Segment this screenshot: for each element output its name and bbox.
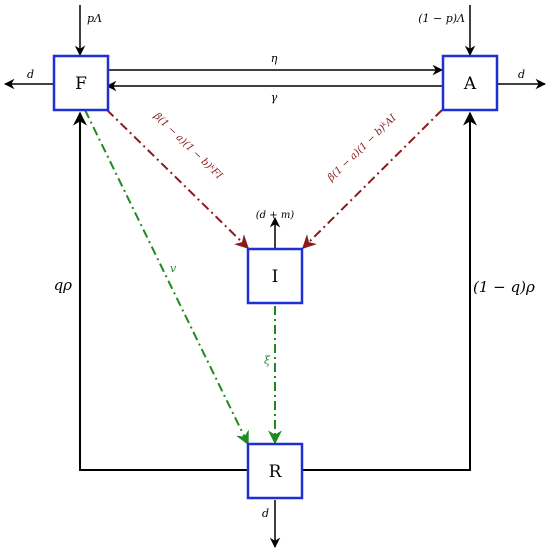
infection-A-label: β(1 − a)(1 − b)ᵏAI xyxy=(325,112,399,184)
q-rho-label: qρ xyxy=(54,276,73,294)
node-R-box xyxy=(246,442,304,500)
death-I-label: (d + m) xyxy=(256,210,295,221)
inflow-F-label: pΛ xyxy=(87,12,102,25)
gamma-label: γ xyxy=(271,91,278,104)
return-to-F-arrow xyxy=(73,111,248,471)
infection-F-arrow xyxy=(106,109,250,249)
node-A-box xyxy=(441,54,499,112)
node-A-label: A xyxy=(463,74,477,94)
node-R-label: R xyxy=(269,462,283,482)
death-A-label: d xyxy=(518,68,525,81)
vaccination-arrow xyxy=(84,109,249,446)
death-R-label: d xyxy=(262,507,269,520)
node-F-box xyxy=(52,54,110,112)
node-I-label: I xyxy=(272,267,279,287)
vaccination-label: v xyxy=(170,262,177,275)
recovery-label: ξ xyxy=(264,354,271,367)
infection-A-arrow xyxy=(302,109,443,249)
death-F-label: d xyxy=(27,68,34,81)
one-minus-q-rho-label: (1 − q)ρ xyxy=(473,278,535,296)
eta-label: η xyxy=(271,52,278,65)
return-to-A-arrow xyxy=(302,111,477,471)
node-F-label: F xyxy=(75,74,87,94)
inflow-A-label: (1 − p)Λ xyxy=(418,12,465,25)
node-I-box xyxy=(246,247,304,305)
infection-F-label: β(1 − a)(1 − b)ᵏFI xyxy=(151,110,225,182)
